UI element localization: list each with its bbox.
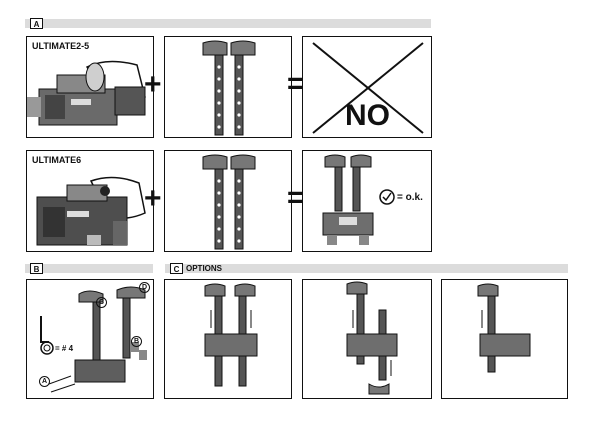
row2-result-panel: = o.k. bbox=[302, 150, 432, 252]
callout-a: A bbox=[39, 376, 50, 387]
ok-label: = o.k. bbox=[397, 192, 423, 203]
section-a-tag: A bbox=[30, 18, 43, 29]
section-c-title: OPTIONS bbox=[186, 264, 223, 273]
section-b-tag: B bbox=[30, 263, 43, 274]
assembled-rest-illustration bbox=[322, 154, 395, 245]
no-cross-icon bbox=[312, 42, 424, 134]
option-inverted-illustration bbox=[346, 281, 398, 395]
rest-bars-illustration bbox=[202, 154, 256, 250]
callout-c: C bbox=[96, 297, 107, 308]
section-c-bar bbox=[165, 264, 568, 273]
equals-sign-row1: = bbox=[287, 67, 305, 100]
option-symmetric-illustration bbox=[204, 283, 258, 387]
section-a-bar bbox=[25, 19, 431, 28]
option3-panel bbox=[441, 279, 568, 399]
ultimate2-5-rest-illustration bbox=[27, 60, 146, 126]
hex-size-label: = # 4 bbox=[55, 344, 74, 353]
row2-rest-panel: ULTIMATE6 bbox=[26, 150, 154, 252]
model-label-ultimate2-5: ULTIMATE2-5 bbox=[32, 41, 90, 51]
ultimate6-rest-illustration bbox=[36, 176, 146, 246]
row1-result-panel: NO bbox=[302, 36, 432, 138]
option2-panel bbox=[302, 279, 432, 399]
option1-panel bbox=[164, 279, 292, 399]
row1-bars-panel bbox=[164, 36, 292, 138]
plus-sign-row1: + bbox=[144, 68, 162, 101]
equals-sign-row2: = bbox=[287, 181, 305, 214]
section-c-tag: C bbox=[170, 263, 183, 274]
row1-rest-panel: ULTIMATE2-5 bbox=[26, 36, 154, 138]
row2-bars-panel bbox=[164, 150, 292, 252]
model-label-ultimate6: ULTIMATE6 bbox=[32, 155, 82, 165]
option-single-bar-illustration bbox=[477, 283, 531, 373]
callout-b: B bbox=[131, 336, 142, 347]
plus-sign-row2: + bbox=[144, 182, 162, 215]
assembly-panel: C D B A = # 4 bbox=[26, 279, 154, 399]
section-b-bar bbox=[25, 264, 153, 273]
callout-d: D bbox=[139, 282, 150, 293]
rest-bars-illustration bbox=[202, 40, 256, 136]
no-label: NO bbox=[345, 99, 390, 132]
